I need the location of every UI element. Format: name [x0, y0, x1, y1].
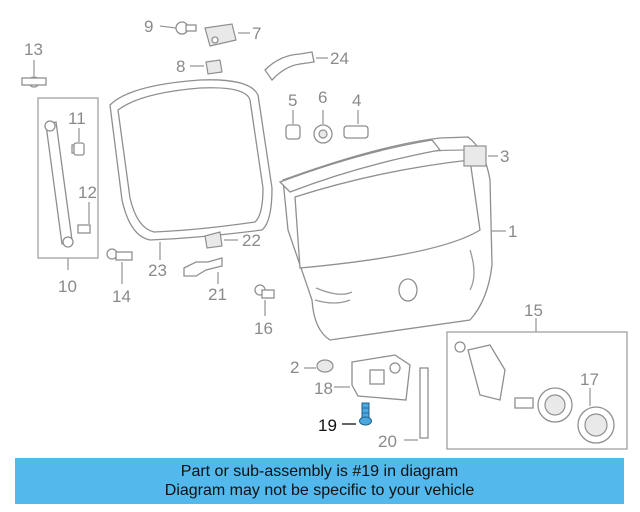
callout-3: 3 — [500, 147, 509, 166]
spoiler-clip-part — [463, 145, 487, 167]
bracket-21-part — [183, 257, 223, 277]
callout-8: 8 — [176, 57, 185, 76]
callout-24: 24 — [330, 49, 349, 68]
callout-19: 19 — [318, 416, 337, 435]
callout-6: 6 — [318, 88, 327, 107]
callout-16: 16 — [254, 319, 273, 338]
callout-13: 13 — [24, 40, 43, 59]
handle-box — [446, 331, 628, 450]
bumper-4-part — [343, 125, 369, 139]
weatherstrip-part — [109, 79, 273, 241]
caption-line-1: Part or sub-assembly is #19 in diagram — [180, 463, 459, 480]
callout-1: 1 — [508, 222, 517, 241]
callout-4: 4 — [352, 91, 361, 110]
callout-18: 18 — [314, 379, 333, 398]
parts-diagram: 1 2 3 4 5 6 7 8 9 10 11 12 13 14 15 16 1… — [21, 17, 628, 451]
stop-22-part — [204, 231, 223, 249]
rod-20-part — [419, 367, 429, 439]
liftgate-part — [282, 136, 493, 341]
bolt-9-part — [175, 21, 197, 35]
bumper-2-part — [316, 359, 334, 373]
spoiler-part — [278, 139, 442, 193]
bumper-5-part — [285, 124, 301, 140]
callout-7: 7 — [252, 24, 261, 43]
callout-10: 10 — [58, 277, 77, 296]
hinge-7-part — [204, 23, 237, 47]
callout-17: 17 — [580, 370, 599, 389]
callout-9: 9 — [144, 17, 153, 36]
callout-15: 15 — [524, 301, 543, 320]
callout-23: 23 — [148, 261, 167, 280]
latch-18-part — [351, 354, 411, 401]
leader-lines — [33, 25, 591, 441]
caption-line-2: Diagram may not be specific to your vehi… — [164, 482, 475, 499]
callout-22: 22 — [242, 231, 261, 250]
bolt-16-part — [254, 284, 275, 299]
bolt-14-part — [106, 248, 133, 261]
cable-24-part — [264, 51, 315, 82]
callout-11: 11 — [68, 109, 86, 128]
callout-2: 2 — [290, 358, 299, 377]
callout-12: 12 — [78, 183, 97, 202]
callout-14: 14 — [112, 287, 131, 306]
bolt-19-part — [359, 402, 372, 426]
caption-bar: Part or sub-assembly is #19 in diagram D… — [15, 458, 624, 504]
callout-5: 5 — [288, 91, 297, 110]
bumper-6-part — [313, 124, 333, 144]
nut-8-part — [205, 59, 223, 75]
clip-11-part — [73, 142, 85, 156]
callout-21: 21 — [208, 285, 227, 304]
bolt-13-part — [21, 76, 47, 88]
callout-20: 20 — [378, 432, 397, 451]
